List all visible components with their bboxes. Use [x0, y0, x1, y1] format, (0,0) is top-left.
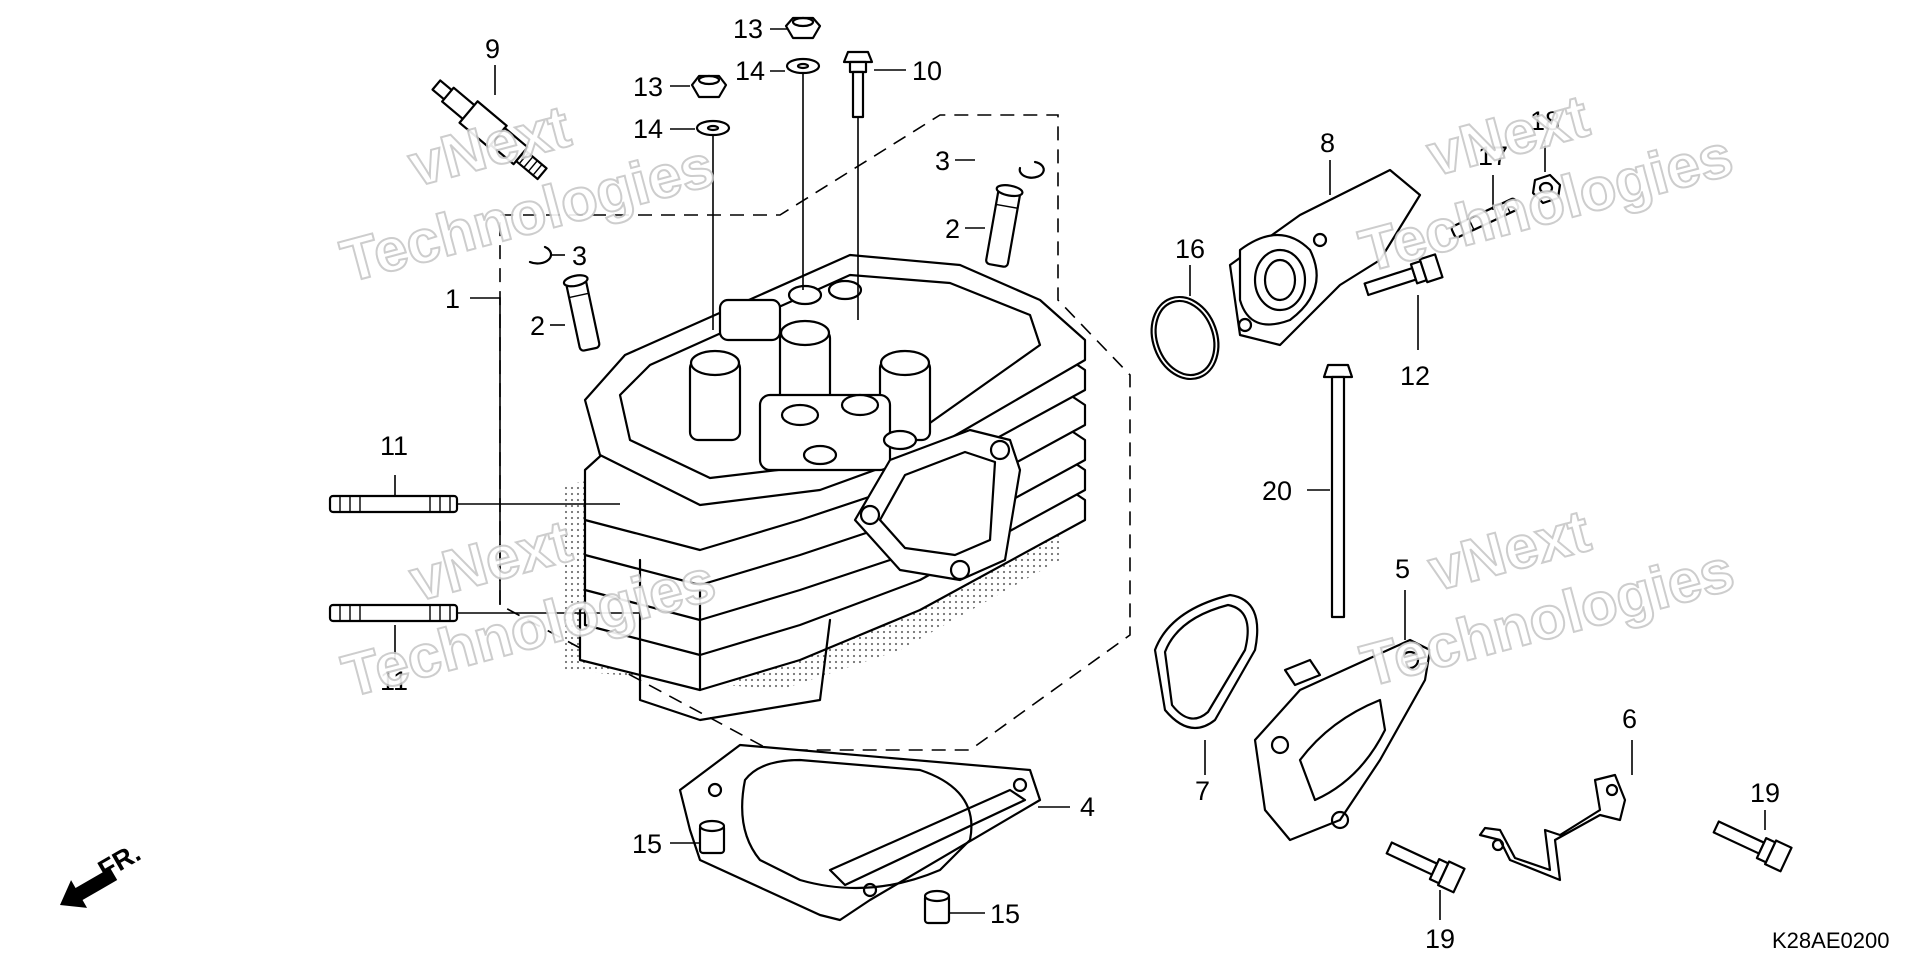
callout-2-left: 2: [530, 311, 545, 341]
callout-9: 9: [485, 34, 500, 64]
callout-13-top: 13: [733, 14, 763, 44]
washer-upper[interactable]: [785, 57, 821, 75]
callout-16: 16: [1175, 234, 1205, 264]
watermark-top-right: vNext Technologies: [1352, 81, 1741, 286]
o-ring[interactable]: [1141, 288, 1230, 389]
flange-bolt-top[interactable]: [842, 50, 874, 119]
callout-12: 12: [1400, 361, 1430, 391]
long-bolt[interactable]: [1322, 363, 1354, 619]
front-direction-indicator: FR.: [60, 837, 146, 908]
assembly-group-outline: [499, 114, 1131, 751]
callout-17: 17: [1478, 141, 1508, 171]
callout-1: 1: [445, 284, 460, 314]
callout-15-upper: 15: [632, 829, 662, 859]
insulator-bolt[interactable]: [1363, 253, 1444, 300]
dowel-pin-lower[interactable]: [923, 889, 951, 925]
stud-bolt-upper[interactable]: [328, 494, 459, 514]
callout-4: 4: [1080, 792, 1095, 822]
valve-guide-clip-left[interactable]: [528, 245, 553, 265]
nut-top[interactable]: [784, 16, 822, 40]
callout-3-left: 3: [572, 241, 587, 271]
leader-lines: [394, 28, 1766, 920]
callout-labels: 9 13 14 13 14 10 3 3 2 2 1 11 11 4 15 15…: [380, 14, 1780, 954]
side-cover[interactable]: [1253, 638, 1432, 842]
callout-18: 18: [1530, 106, 1560, 136]
spark-plug[interactable]: [427, 74, 551, 184]
stud-bolt-lower[interactable]: [328, 603, 459, 623]
cylinder-head[interactable]: [565, 253, 1087, 722]
insulator-stud[interactable]: [1450, 197, 1520, 239]
callout-13-mid: 13: [633, 72, 663, 102]
valve-guide-right[interactable]: [984, 183, 1024, 268]
callout-19-left: 19: [1425, 924, 1455, 954]
callout-7: 7: [1195, 776, 1210, 806]
callout-6: 6: [1622, 704, 1637, 734]
nut-mid[interactable]: [690, 74, 728, 99]
callout-14-top: 14: [735, 56, 765, 86]
arrow-icon: [60, 867, 118, 908]
valve-guide-left[interactable]: [562, 273, 602, 352]
callout-15-lower: 15: [990, 899, 1020, 929]
intake-insulator[interactable]: [1228, 168, 1422, 347]
side-cover-gasket[interactable]: [1153, 593, 1259, 730]
callout-3-right: 3: [935, 146, 950, 176]
bracket-bolt-right[interactable]: [1711, 815, 1793, 873]
mounting-bracket[interactable]: [1478, 773, 1627, 882]
callout-14-mid: 14: [633, 114, 663, 144]
callout-20: 20: [1262, 476, 1292, 506]
callout-2-right: 2: [945, 214, 960, 244]
callout-11-upper: 11: [380, 431, 408, 461]
rocker-boss-group: [688, 279, 932, 472]
insulator-nut[interactable]: [1531, 173, 1562, 205]
dowel-pin-upper[interactable]: [698, 819, 726, 855]
callout-8: 8: [1320, 128, 1335, 158]
callout-19-right: 19: [1750, 778, 1780, 808]
diagram-code: K28AE0200: [1772, 928, 1889, 953]
callout-10: 10: [912, 56, 942, 86]
valve-guide-clip-right[interactable]: [1018, 160, 1045, 179]
bracket-bolt-left[interactable]: [1384, 836, 1466, 894]
callout-11-lower: 11: [380, 666, 408, 696]
callout-5: 5: [1395, 554, 1410, 584]
head-gasket[interactable]: [678, 743, 1042, 922]
